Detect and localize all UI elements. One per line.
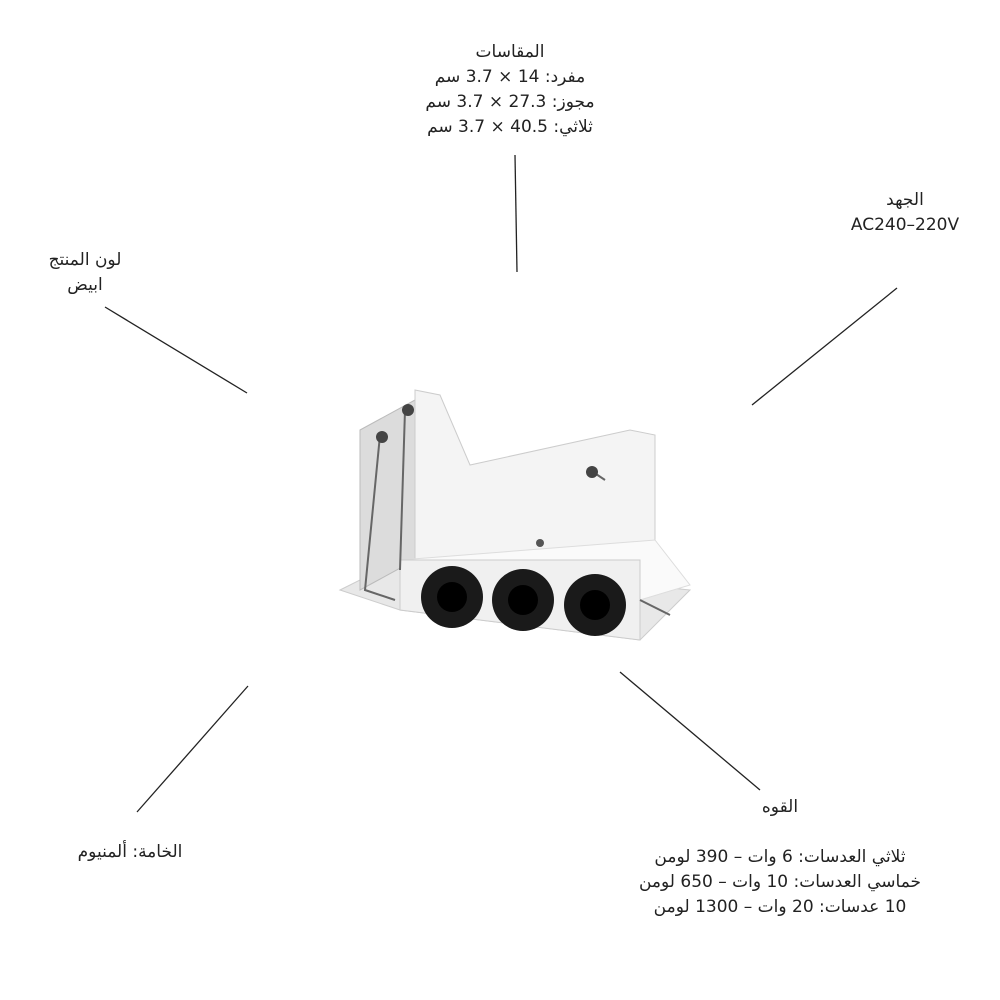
product-image [338, 389, 692, 641]
dimensions-triple: ثلاثي: 40.5 × 3.7 سم [427, 117, 593, 137]
power-callout: القوه ثلاثي العدسات: 6 وات – 390 لومن خم… [600, 795, 960, 920]
power-triple: ثلاثي العدسات: 6 وات – 390 لومن [654, 847, 906, 867]
color-title: لون المنتج [48, 250, 122, 270]
power-five: خماسي العدسات: 10 وات – 650 لومن [638, 872, 922, 892]
color-callout: لون المنتج ابيض [10, 248, 160, 298]
callout-line-voltage [751, 287, 898, 406]
power-ten: 10 عدسات: 20 وات – 1300 لومن [653, 897, 907, 917]
callout-lines [104, 154, 898, 813]
voltage-title: الجهد [886, 190, 924, 210]
callout-line-dimensions [514, 154, 518, 273]
color-value: ابيض [67, 275, 103, 295]
material-label: الخامة: ألمنيوم [77, 842, 183, 862]
dimensions-title: المقاسات [475, 42, 545, 62]
power-title: القوه [761, 797, 799, 817]
voltage-callout: الجهد AC240–220V [820, 188, 990, 238]
callout-line-material [136, 685, 249, 813]
dimensions-single: مفرد: 14 × 3.7 سم [434, 67, 586, 87]
dimensions-callout: المقاسات مفرد: 14 × 3.7 سم مجوز: 27.3 × … [380, 40, 640, 140]
voltage-value: AC240–220V [850, 215, 960, 235]
callout-line-color [104, 306, 248, 394]
material-callout: الخامة: ألمنيوم [30, 840, 230, 865]
dimensions-double: مجوز: 27.3 × 3.7 سم [425, 92, 595, 112]
callout-line-power [619, 671, 761, 791]
